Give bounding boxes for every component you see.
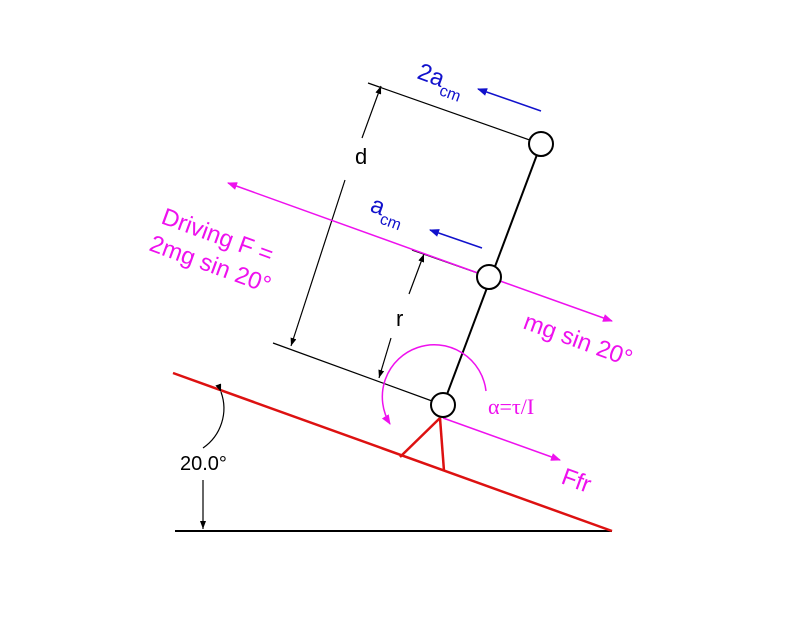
d-dimension-lower (290, 179, 346, 347)
support-leg-right (438, 417, 446, 472)
d-label: d (355, 144, 367, 169)
support-leg-left (399, 417, 441, 458)
top-accel-label: 2acm (412, 58, 468, 105)
r-label: r (396, 306, 403, 331)
mg-sin-arrow (488, 276, 613, 322)
friction-arrow (442, 417, 561, 461)
dim-ext-top (367, 82, 542, 145)
top-accel-sub: cm (437, 82, 463, 105)
r-dimension-lower (378, 337, 392, 379)
mid-accel-label: acm (365, 191, 409, 234)
r-dimension-upper (408, 253, 425, 295)
angle-arc (202, 383, 225, 449)
angle-label: 20.0° (180, 453, 227, 475)
pivot-joint (430, 392, 456, 418)
driving-force-arrow (227, 182, 490, 278)
top-mass (528, 131, 554, 157)
angular-accel-arc (381, 344, 487, 425)
friction-label: Ffr (558, 463, 595, 498)
top-accel-arrow (477, 88, 542, 112)
middle-mass (476, 264, 502, 290)
alpha-label: α=τ/I (488, 394, 534, 419)
mg-sin-label: mg sin 20° (520, 308, 636, 372)
mid-accel-sub: cm (377, 211, 403, 234)
incline-line (172, 371, 613, 533)
mid-accel-arrow (429, 229, 483, 249)
d-dimension-upper (361, 85, 382, 139)
dim-ext-pivot (272, 342, 444, 406)
